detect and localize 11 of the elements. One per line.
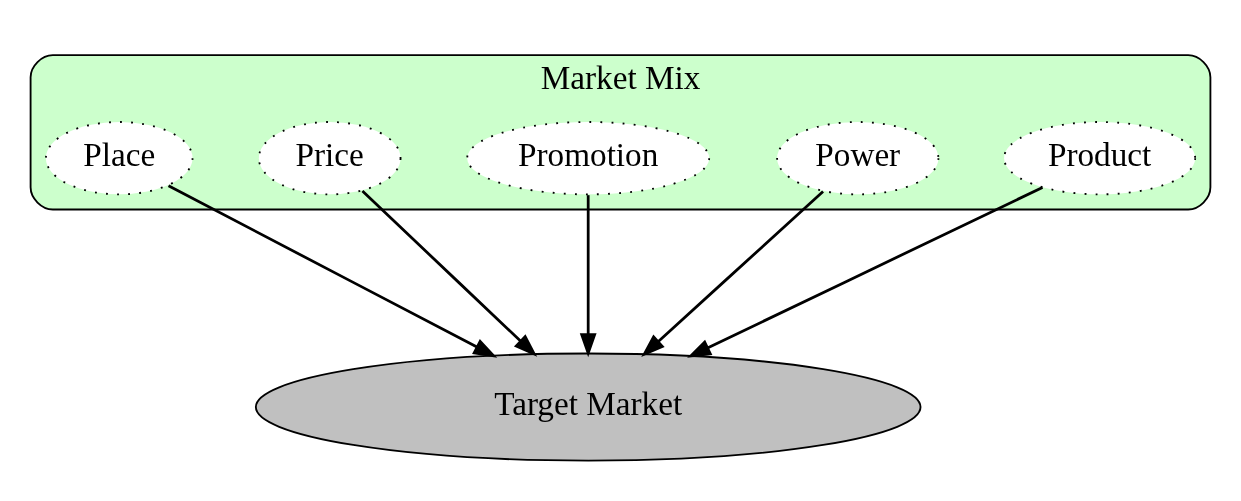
arrow [167,184,498,358]
arrow [687,186,1044,358]
node-ellipse: Target Market [254,352,922,462]
node-ellipse: Price [257,121,402,196]
arrow [579,195,597,358]
node-ellipse: Promotion [466,121,711,196]
node-ellipse: Place [45,121,194,196]
arrow [641,190,824,357]
node-ellipse: Power [776,121,940,196]
node-ellipse: Product [1003,121,1197,196]
arrow [361,190,538,357]
